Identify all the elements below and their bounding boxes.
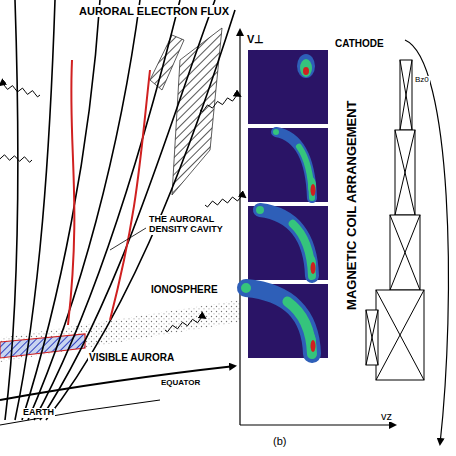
blob [276, 132, 312, 198]
blob [260, 210, 312, 276]
coil-stack [366, 60, 424, 380]
velocity-panel [248, 206, 328, 280]
blob [311, 262, 316, 274]
axis-label: V⊥ [246, 33, 265, 45]
wave-arrows [0, 83, 245, 332]
axis-label: vz [380, 410, 393, 422]
wave-arrow [200, 94, 240, 111]
velocity-panel [248, 50, 328, 124]
panel-label: (b) [272, 435, 287, 447]
coil [366, 310, 378, 365]
coil-cross [400, 60, 412, 130]
coil-cross [366, 310, 378, 365]
density-cavity [68, 60, 150, 325]
wave-arrow [0, 154, 32, 163]
wave-arrow [205, 195, 245, 207]
earth-surface [0, 366, 235, 400]
field-lines [5, 0, 235, 420]
coil [400, 60, 412, 130]
distribution-panels [246, 50, 328, 358]
aurora-label: VISIBLE AURORA [88, 352, 175, 363]
field-label: Bz0 [414, 76, 430, 85]
leader-line [110, 228, 146, 250]
field-arc [405, 40, 448, 444]
earth-label: EARTH [22, 408, 55, 418]
coil [390, 215, 420, 290]
velocity-panel [248, 128, 328, 202]
coil-cross [376, 290, 424, 380]
coil-cross [366, 310, 378, 365]
blob [308, 177, 316, 195]
equator-label: EQUATOR [160, 379, 201, 388]
ionosphere-band [0, 300, 240, 362]
title-label: AURORAL ELECTRON FLUX [78, 5, 230, 17]
axes [240, 30, 395, 425]
wave-arrow [165, 316, 205, 332]
cathode-label: CATHODE [334, 38, 385, 49]
blob [311, 184, 316, 196]
coil [376, 290, 424, 380]
coil-cross [395, 130, 415, 215]
coil [395, 130, 415, 215]
blob [246, 288, 312, 354]
blob [311, 340, 316, 352]
coil-cross [395, 130, 415, 215]
coil-cross [390, 215, 420, 290]
blob [303, 67, 309, 75]
blob [308, 333, 316, 351]
earth-line [0, 400, 160, 425]
blob [260, 210, 312, 276]
wave-arrow [0, 83, 40, 97]
blob [308, 255, 316, 273]
coil-label: MAGNETIC COIL ARRANGEMENT [345, 99, 359, 310]
blob [297, 54, 315, 78]
coil-cross [390, 215, 420, 290]
blob [246, 288, 312, 354]
coil-cross [400, 60, 412, 130]
ionosphere-label: IONOSPHERE [150, 284, 219, 295]
cavity-label: THE AURORAL DENSITY CAVITY [148, 215, 228, 235]
coil-cross [376, 290, 424, 380]
blob [276, 132, 312, 198]
blob [300, 59, 312, 77]
